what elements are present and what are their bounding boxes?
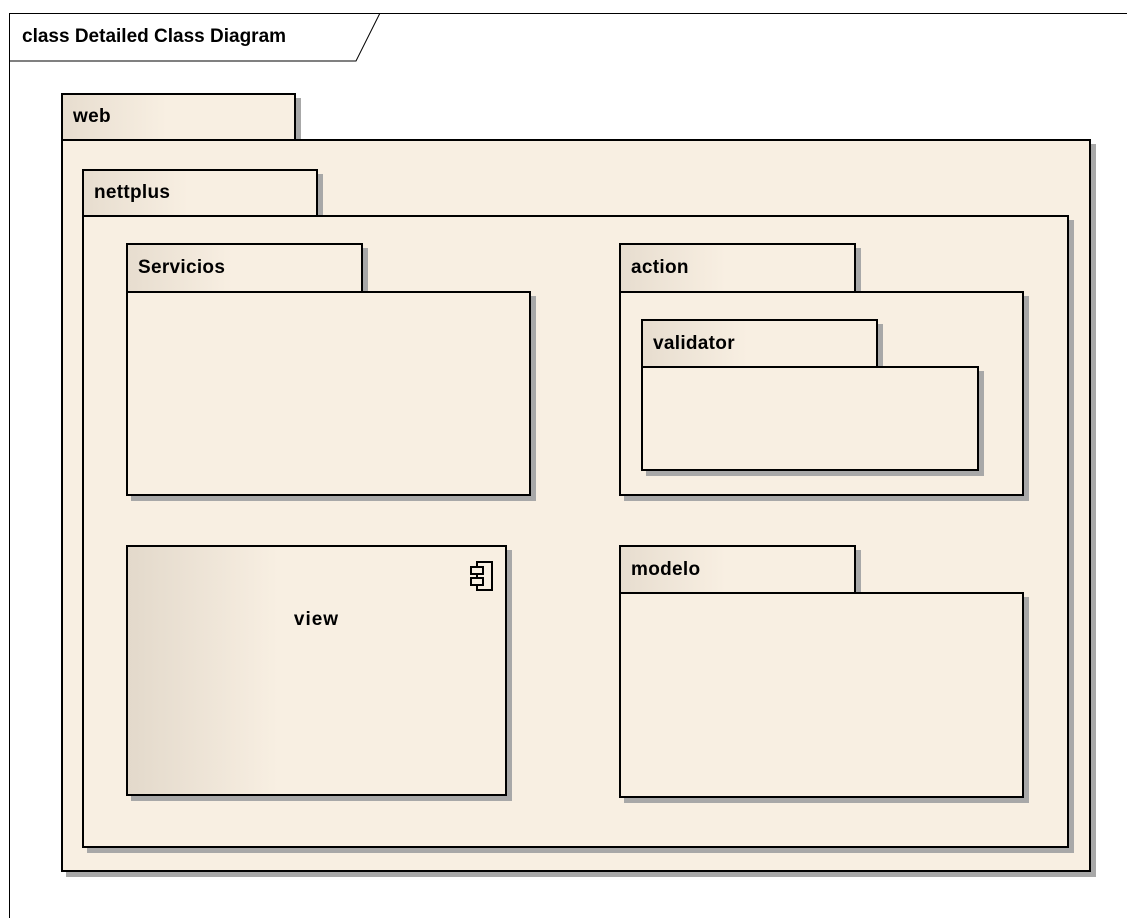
package-servicios-body[interactable] [126,291,531,496]
component-view-label: view [293,609,340,630]
package-web-label: web [73,106,111,127]
frame-label-tab [9,13,381,62]
package-validator-label: validator [653,332,735,354]
package-nettplus-label: nettplus [94,182,171,203]
package-validator-body[interactable] [641,366,979,471]
package-action-tab[interactable]: action [619,243,856,293]
package-modelo-body[interactable] [619,592,1024,798]
diagram-frame [9,13,1127,918]
package-validator-tab[interactable]: validator [641,319,878,368]
component-view[interactable]: view [126,545,507,796]
package-action-label: action [631,257,689,278]
package-modelo-label: modelo [631,558,701,580]
package-nettplus-tab[interactable]: nettplus [82,169,318,217]
package-web-tab[interactable]: web [61,93,296,141]
package-servicios-tab[interactable]: Servicios [126,243,363,293]
component-icon [470,561,493,591]
package-servicios-label: Servicios [138,257,226,278]
package-modelo-tab[interactable]: modelo [619,545,856,594]
diagram-title: class Detailed Class Diagram [22,26,287,47]
